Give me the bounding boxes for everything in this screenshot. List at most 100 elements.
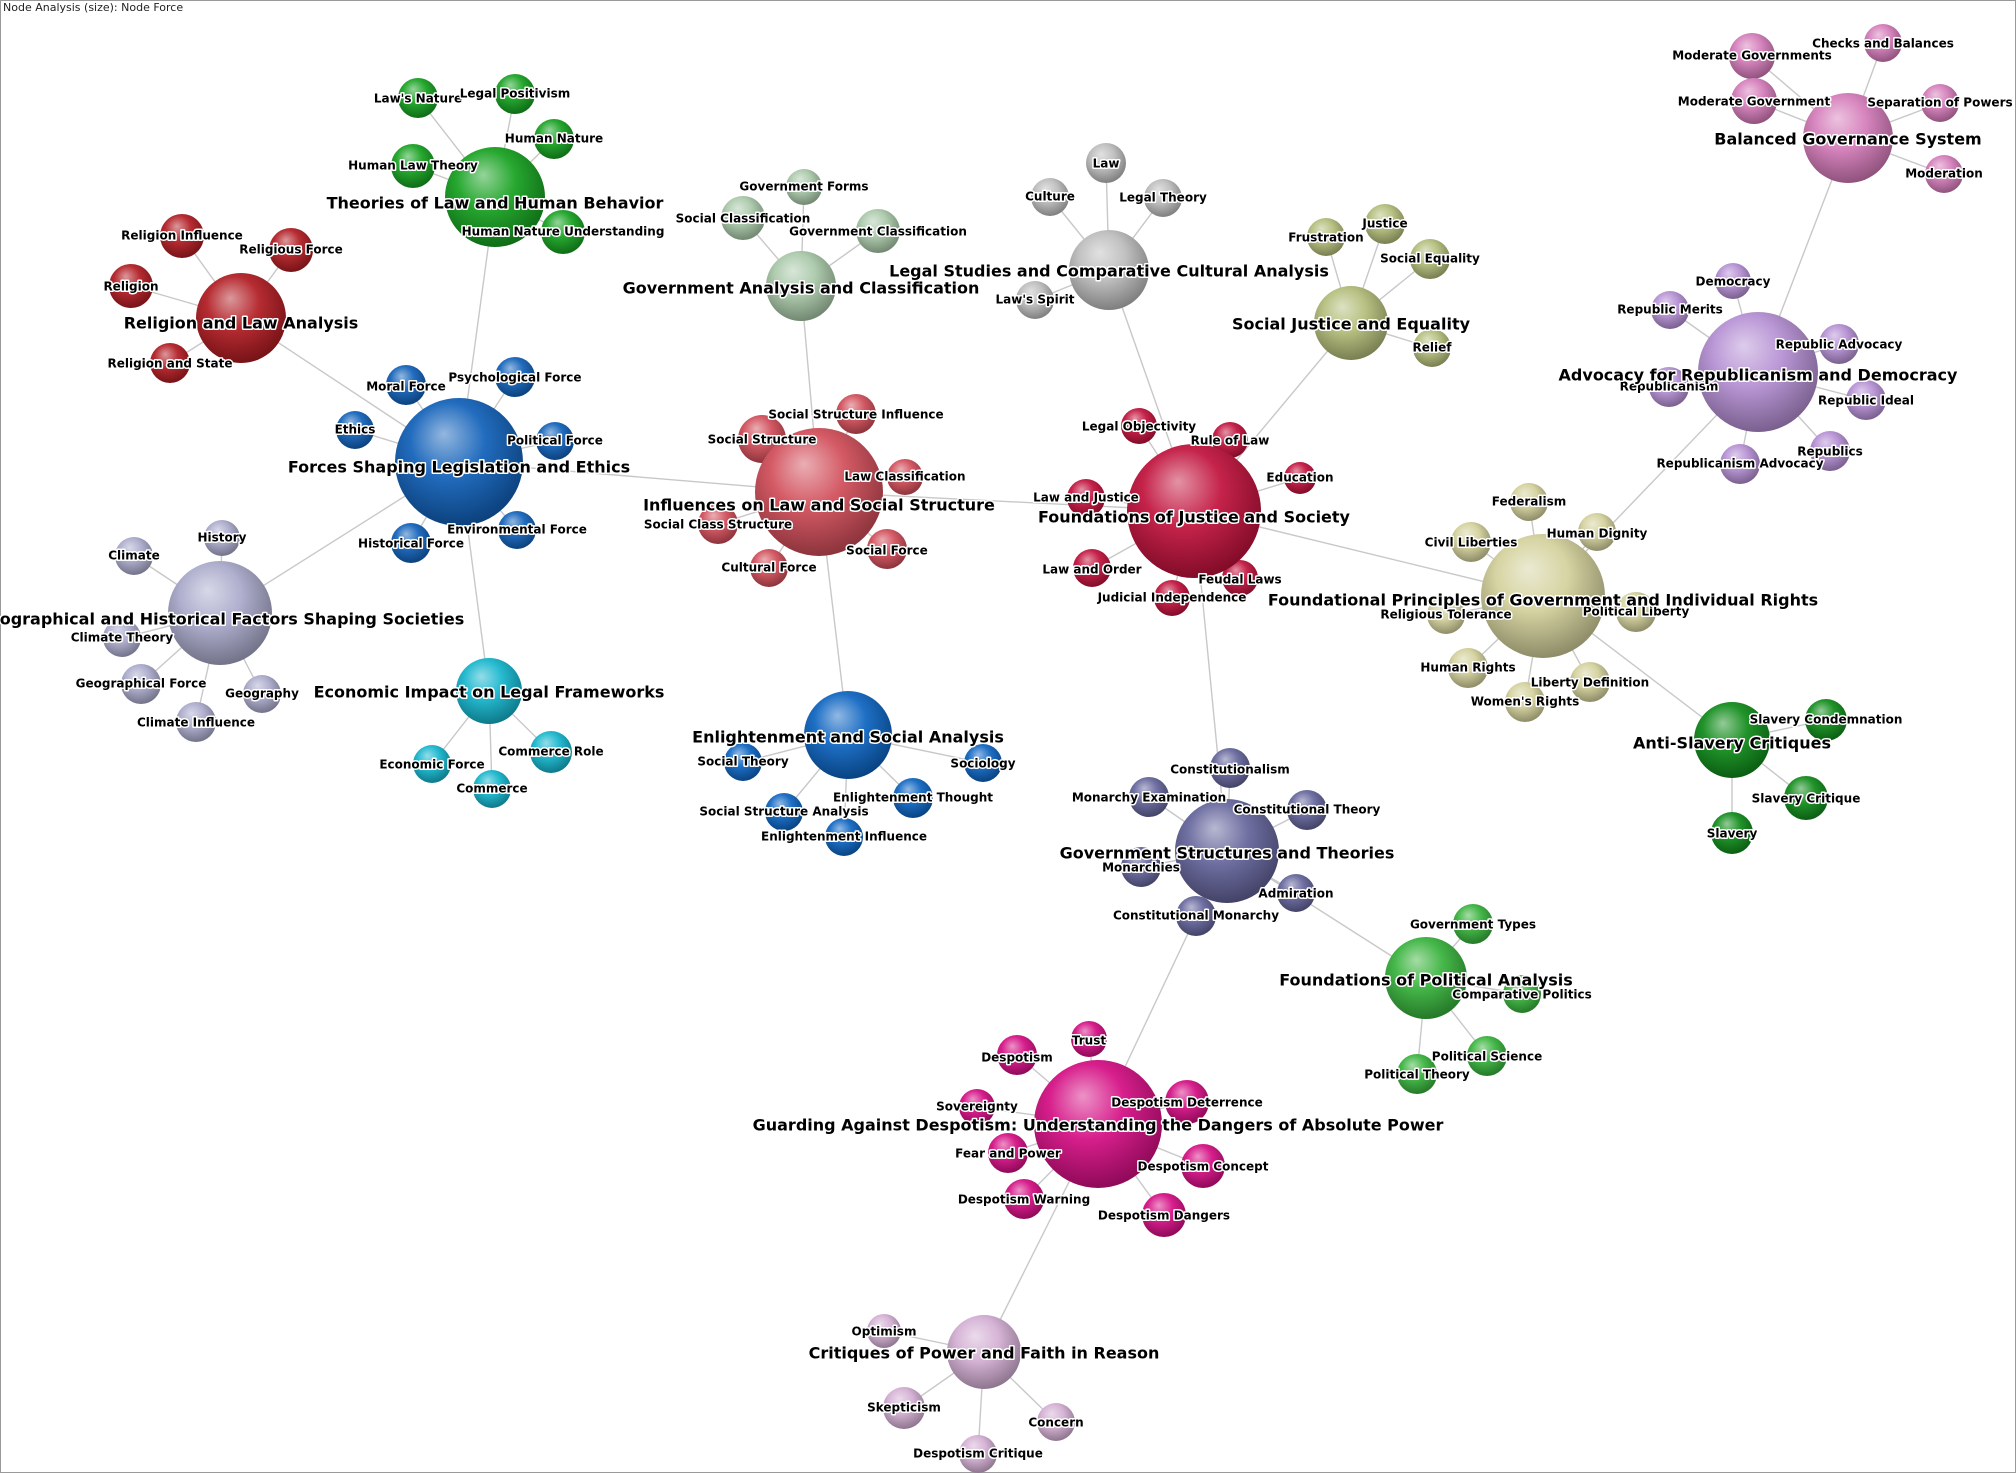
node-legal-objectivity[interactable] [1121,408,1157,444]
node-despotism-critique[interactable] [959,1435,997,1473]
node-republic-advocacy[interactable] [1819,324,1859,364]
node-law-and-order[interactable] [1073,549,1111,587]
node-economic-force[interactable] [413,745,451,783]
node-enlightenment-influence[interactable] [825,818,863,856]
node-environmental-force[interactable] [498,511,536,549]
graph-nodes[interactable] [103,24,1963,1473]
node-despotism-warning[interactable] [1004,1179,1044,1219]
hub-node-social-justice[interactable] [1314,286,1388,360]
hub-node-enlightenment[interactable] [804,691,892,779]
node-human-nature-understanding[interactable] [541,210,585,254]
node-slavery[interactable] [1711,812,1753,854]
node-social-structure-analysis[interactable] [765,793,803,831]
node-law-s-spirit[interactable] [1016,281,1054,319]
hub-node-republicanism[interactable] [1698,312,1818,432]
node-human-rights[interactable] [1448,648,1488,688]
node-political-science[interactable] [1467,1036,1507,1076]
node-moderate-government[interactable] [1731,78,1777,124]
node-women-s-rights[interactable] [1505,682,1545,722]
node-religion-and-state[interactable] [150,343,190,383]
node-sociology[interactable] [964,744,1002,782]
node-constitutional-theory[interactable] [1287,790,1327,830]
node-religious-force[interactable] [269,228,313,272]
node-federalism[interactable] [1510,483,1548,521]
hub-node-theories[interactable] [445,147,545,247]
node-sovereignty[interactable] [959,1089,995,1125]
node-liberty-definition[interactable] [1570,662,1610,702]
hub-node-government-structures[interactable] [1175,799,1279,903]
node-social-classification[interactable] [721,196,765,240]
node-despotism-concept[interactable] [1181,1144,1225,1188]
node-concern[interactable] [1037,1403,1075,1441]
node-government-classification[interactable] [856,209,900,253]
hub-node-economic[interactable] [456,658,522,724]
node-ethics[interactable] [336,411,374,449]
node-despotism-dangers[interactable] [1142,1193,1186,1237]
node-social-force[interactable] [867,529,907,569]
node-religious-tolerance[interactable] [1427,596,1465,634]
node-despotism-deterrence[interactable] [1165,1080,1209,1124]
node-climate-influence[interactable] [176,702,216,742]
hub-node-government-analysis[interactable] [766,251,836,321]
hub-node-despotism[interactable] [1034,1060,1162,1188]
node-commerce-role[interactable] [530,731,572,773]
node-republic-ideal[interactable] [1846,380,1886,420]
hub-node-principles[interactable] [1481,534,1605,658]
hub-node-critiques[interactable] [947,1315,1021,1389]
node-optimism[interactable] [867,1314,901,1348]
node-constitutional-monarchy[interactable] [1176,896,1216,936]
node-slavery-critique[interactable] [1784,776,1828,820]
node-moderate-governments[interactable] [1729,33,1775,79]
node-checks-and-balances[interactable] [1864,24,1902,62]
hub-node-balanced[interactable] [1803,93,1893,183]
hub-node-geography[interactable] [168,561,272,665]
node-political-theory[interactable] [1397,1054,1437,1094]
node-admiration[interactable] [1277,874,1315,912]
node-republic-merits[interactable] [1651,291,1689,329]
node-law-s-nature[interactable] [398,78,438,118]
node-republics[interactable] [1810,431,1850,471]
node-education[interactable] [1284,462,1316,494]
node-justice[interactable] [1365,204,1405,244]
hub-node-forces[interactable] [395,398,523,526]
node-law-classification[interactable] [887,459,923,495]
node-cultural-force[interactable] [750,549,788,587]
node-legal-positivism[interactable] [495,74,535,114]
node-religion[interactable] [109,264,153,308]
node-civil-liberties[interactable] [1451,522,1491,562]
hub-node-political-analysis[interactable] [1385,937,1467,1019]
node-government-types[interactable] [1453,904,1493,944]
node-fear-and-power[interactable] [988,1133,1028,1173]
hub-node-legal-studies[interactable] [1069,230,1149,310]
node-geographical-force[interactable] [121,664,161,704]
node-social-equality[interactable] [1410,239,1450,279]
node-human-nature[interactable] [534,119,574,159]
node-law-and-justice[interactable] [1067,479,1105,517]
node-republicanism-advocacy[interactable] [1720,444,1760,484]
node-climate[interactable] [115,537,153,575]
node-slavery-condemnation[interactable] [1805,699,1847,741]
node-republicanism[interactable] [1649,367,1689,407]
node-geography[interactable] [243,675,281,713]
node-democracy[interactable] [1715,263,1751,299]
hub-node-foundations[interactable] [1127,444,1261,578]
node-human-dignity[interactable] [1578,513,1616,551]
node-political-liberty[interactable] [1616,592,1656,632]
node-government-forms[interactable] [786,169,822,205]
node-despotism[interactable] [997,1035,1037,1075]
node-relief[interactable] [1413,329,1451,367]
node-separation-of-powers[interactable] [1921,84,1959,122]
hub-node-influences[interactable] [755,428,883,556]
node-history[interactable] [204,520,240,556]
node-commerce[interactable] [473,770,511,808]
node-culture[interactable] [1031,178,1069,216]
node-monarchies[interactable] [1121,847,1161,887]
hub-node-religion[interactable] [196,273,286,363]
node-enlightenment-thought[interactable] [893,778,933,818]
node-political-force[interactable] [536,422,574,460]
node-moderation[interactable] [1925,155,1963,193]
node-monarchy-examination[interactable] [1129,777,1169,817]
node-constitutionalism[interactable] [1210,748,1250,788]
